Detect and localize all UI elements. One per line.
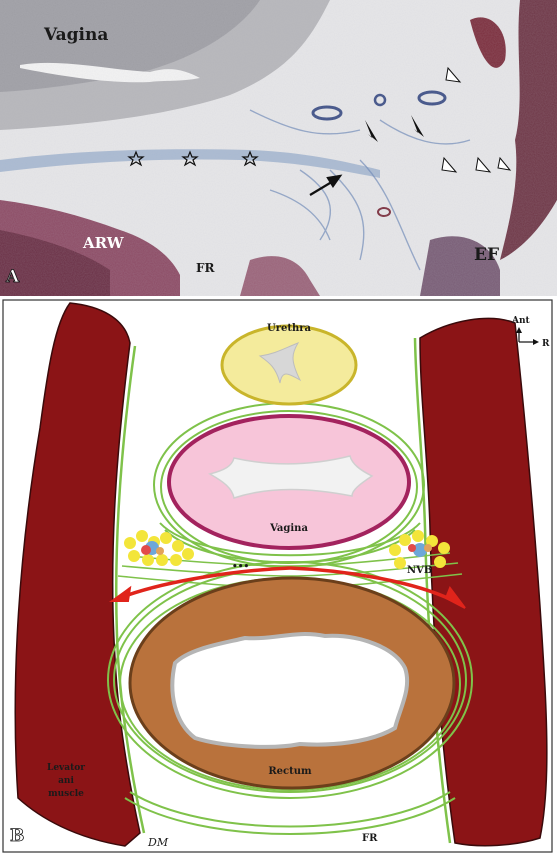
label-nvb: NVB	[407, 565, 432, 576]
label-dots: •••	[232, 562, 249, 572]
schematic-diagram: Ant R Urethra Vagina NVB ••• Rectum Leva…	[0, 298, 557, 855]
panel-b-schematic: Ant R Urethra Vagina NVB ••• Rectum Leva…	[0, 298, 557, 855]
label-fr: FR	[196, 261, 216, 275]
label-rectum: Rectum	[268, 766, 312, 777]
label-vagina: Vagina	[43, 25, 108, 45]
compass-r-label: R	[542, 339, 550, 349]
label-urethra: Urethra	[267, 323, 312, 334]
label-dm: DM	[147, 836, 169, 849]
rectal-lumen	[172, 634, 407, 747]
label-fr: FR	[362, 833, 378, 844]
histology-image: Vagina ARW FR EF A	[0, 0, 557, 296]
panel-a-histology: Vagina ARW FR EF A	[0, 0, 557, 296]
panel-b-letter: B	[10, 826, 24, 846]
label-levator-line1: Levator	[47, 763, 85, 773]
label-levator-line3: muscle	[48, 789, 84, 799]
panel-a-letter: A	[5, 267, 20, 287]
label-ef: EF	[474, 245, 499, 265]
compass-ant-label: Ant	[511, 316, 531, 326]
label-levator-line2: ani	[58, 776, 74, 786]
label-arw: ARW	[82, 234, 125, 252]
label-vagina: Vagina	[269, 523, 308, 534]
